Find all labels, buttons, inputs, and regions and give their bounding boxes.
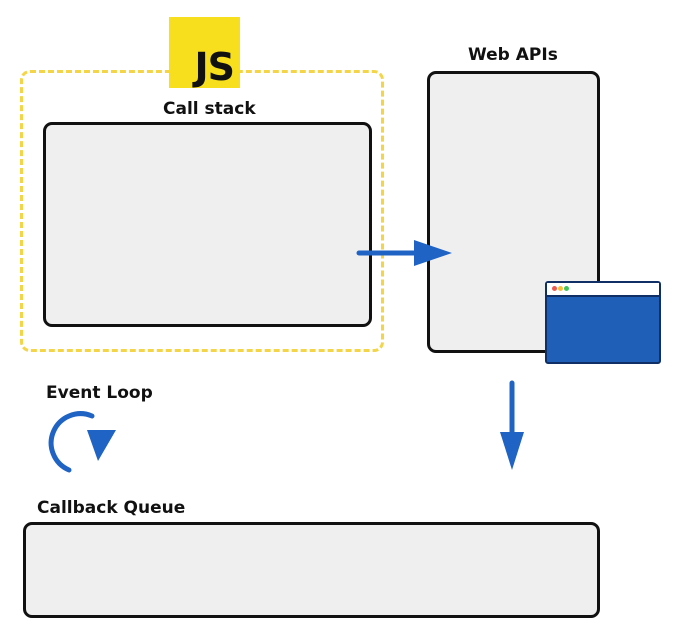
browser-window-icon: [545, 281, 661, 364]
callback-queue-box: [23, 522, 600, 618]
browser-maximize-dot: [564, 286, 569, 291]
circular-arrow-icon: [48, 411, 116, 473]
call-stack-box: [43, 122, 372, 327]
javascript-logo: JS: [169, 17, 240, 88]
browser-title-bar: [547, 283, 659, 297]
browser-close-dot: [552, 286, 557, 291]
event-loop-label: Event Loop: [46, 383, 153, 403]
javascript-logo-text: JS: [194, 45, 235, 89]
web-apis-label: Web APIs: [468, 45, 558, 65]
browser-minimize-dot: [558, 286, 563, 291]
arrow-down-icon: [500, 380, 524, 470]
callback-queue-label: Callback Queue: [37, 498, 186, 518]
call-stack-label: Call stack: [163, 99, 256, 119]
